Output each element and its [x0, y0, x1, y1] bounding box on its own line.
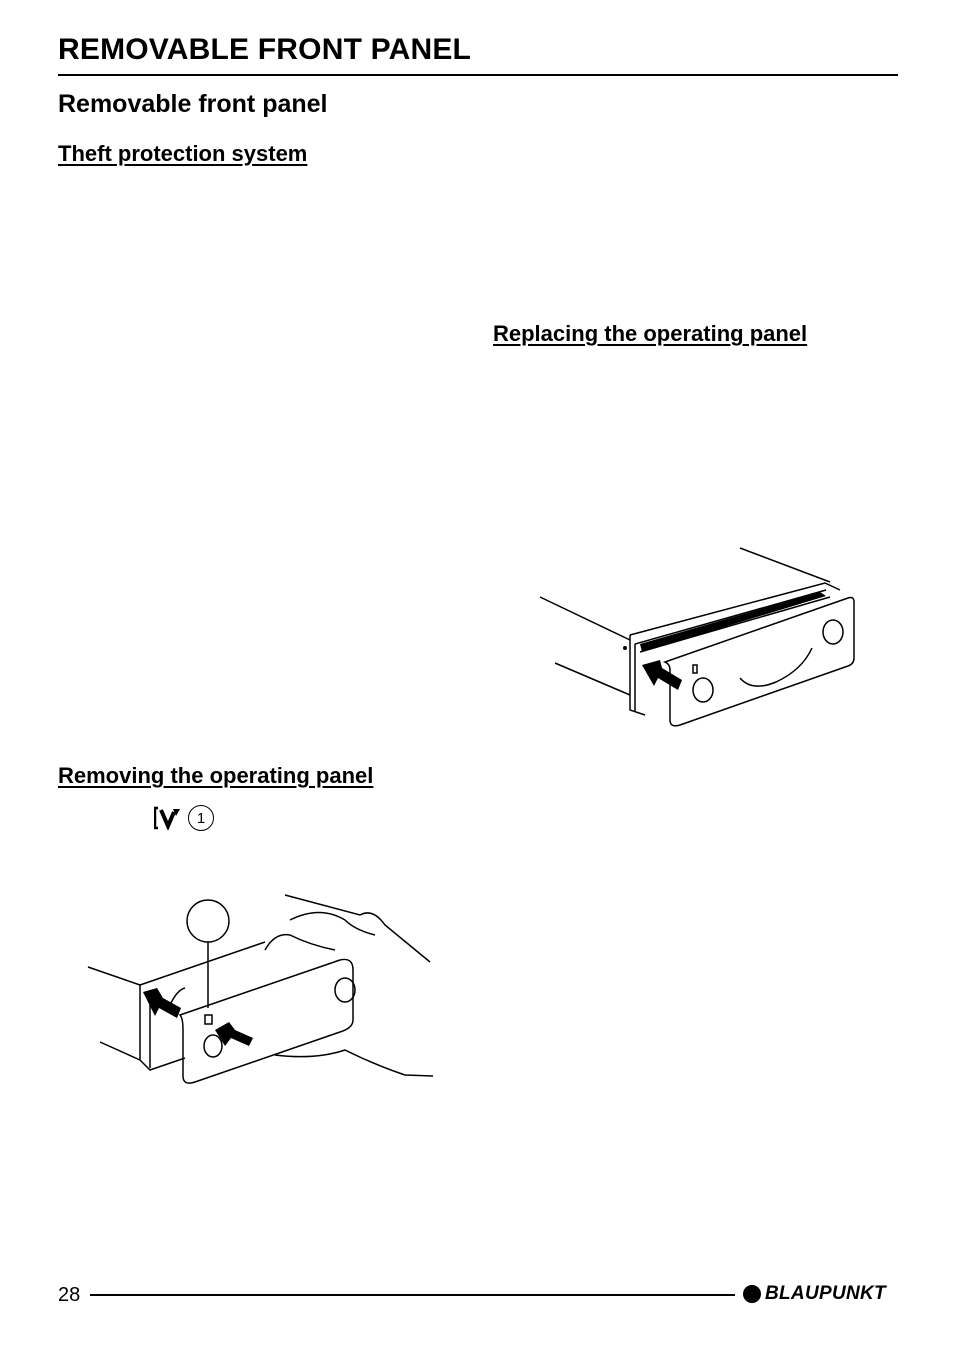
removing-panel-heading: Removing the operating panel: [58, 763, 374, 788]
page-number: 28: [58, 1284, 81, 1306]
page-title: REMOVABLE FRONT PANEL: [58, 33, 472, 66]
title-rule: [58, 74, 898, 76]
release-key-icon: [154, 806, 180, 830]
footer-rule: [90, 1294, 735, 1296]
brand-logo: BLAUPUNKT: [743, 1283, 886, 1305]
replacing-panel-illustration: [539, 547, 855, 727]
theft-protection-heading: Theft protection system: [58, 141, 308, 166]
key-reference: 1: [154, 803, 214, 833]
key-number-badge: 1: [188, 805, 214, 831]
section-title: Removable front panel: [58, 90, 328, 118]
removing-panel-illustration: [87, 894, 434, 1084]
brand-dot-icon: [743, 1285, 761, 1303]
brand-name: BLAUPUNKT: [765, 1283, 886, 1304]
replacing-panel-heading: Replacing the operating panel: [493, 321, 808, 346]
